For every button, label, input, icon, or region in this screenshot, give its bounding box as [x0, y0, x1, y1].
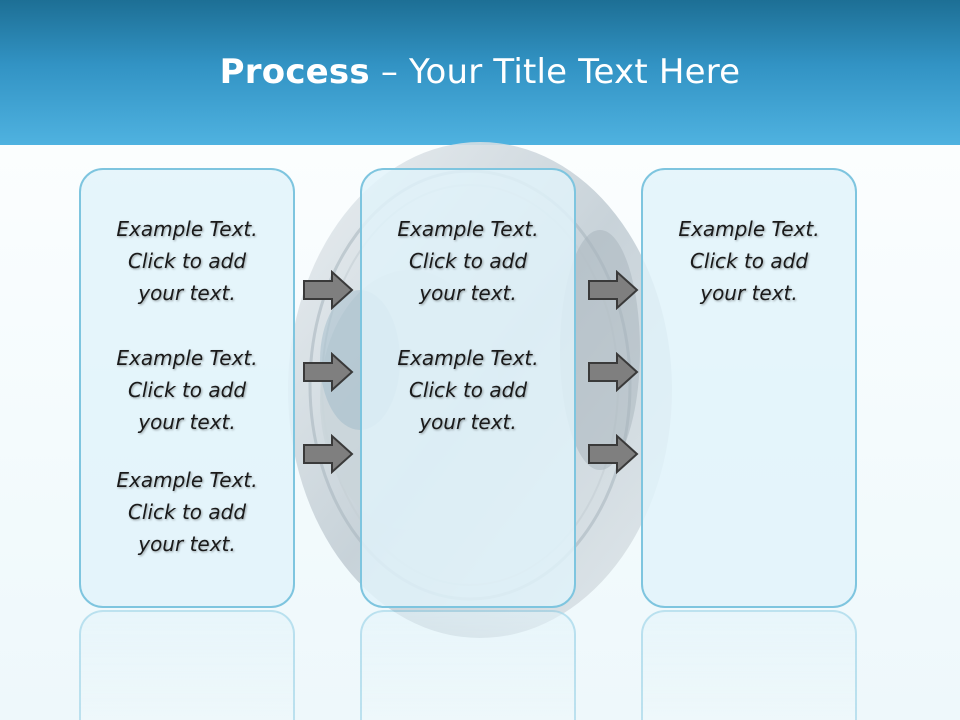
panel-3-text-block-1[interactable]: Example Text. Click to add your text.: [643, 213, 855, 309]
panel-1-reflection: [79, 610, 295, 720]
right-arrow-icon[interactable]: [587, 434, 639, 474]
text-line: Example Text.: [397, 217, 539, 241]
process-panel-2[interactable]: Example Text. Click to add your text. Ex…: [360, 168, 576, 608]
text-line: your text.: [138, 281, 236, 305]
slide-title[interactable]: Process – Your Title Text Here: [0, 52, 960, 92]
panel-2-text-block-2[interactable]: Example Text. Click to add your text.: [362, 342, 574, 438]
panel-1-text-block-3[interactable]: Example Text. Click to add your text.: [81, 464, 293, 560]
process-panel-1[interactable]: Example Text. Click to add your text. Ex…: [79, 168, 295, 608]
text-line: Click to add: [689, 249, 809, 273]
right-arrow-icon[interactable]: [587, 352, 639, 392]
panel-1-text-block-2[interactable]: Example Text. Click to add your text.: [81, 342, 293, 438]
text-line: Click to add: [408, 249, 528, 273]
panel-1-text-block-1[interactable]: Example Text. Click to add your text.: [81, 213, 293, 309]
text-line: Example Text.: [397, 346, 539, 370]
text-line: Example Text.: [116, 346, 258, 370]
text-line: your text.: [700, 281, 798, 305]
panel-2-reflection: [360, 610, 576, 720]
right-arrow-icon[interactable]: [302, 270, 354, 310]
text-line: your text.: [419, 410, 517, 434]
title-bar: [0, 0, 960, 145]
text-line: Click to add: [408, 378, 528, 402]
text-line: Click to add: [127, 500, 247, 524]
text-line: your text.: [419, 281, 517, 305]
text-line: Click to add: [127, 249, 247, 273]
title-rest-text: – Your Title Text Here: [380, 52, 741, 92]
text-line: Example Text.: [116, 468, 258, 492]
text-line: Example Text.: [116, 217, 258, 241]
right-arrow-icon[interactable]: [302, 352, 354, 392]
text-line: Click to add: [127, 378, 247, 402]
text-line: your text.: [138, 410, 236, 434]
right-arrow-icon[interactable]: [302, 434, 354, 474]
right-arrow-icon[interactable]: [587, 270, 639, 310]
title-bold-text: Process: [219, 52, 370, 92]
process-panel-3[interactable]: Example Text. Click to add your text.: [641, 168, 857, 608]
text-line: Example Text.: [678, 217, 820, 241]
panel-2-text-block-1[interactable]: Example Text. Click to add your text.: [362, 213, 574, 309]
panel-3-reflection: [641, 610, 857, 720]
text-line: your text.: [138, 532, 236, 556]
